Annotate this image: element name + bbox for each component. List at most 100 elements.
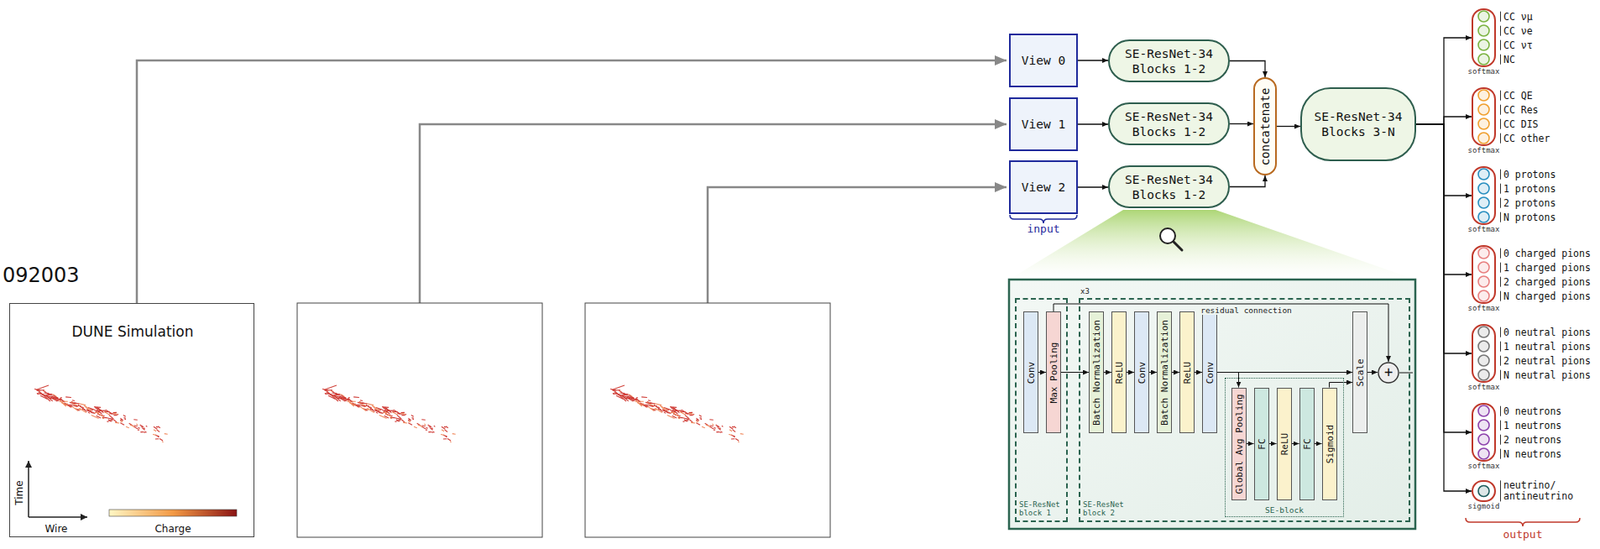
activation-label: softmax xyxy=(1468,461,1501,471)
head-units xyxy=(1473,246,1495,303)
track-stroke xyxy=(137,427,140,429)
zoom-funnel xyxy=(1009,209,1416,280)
track-stroke xyxy=(397,413,401,414)
track-stroke xyxy=(735,439,739,442)
track-stroke xyxy=(407,423,413,425)
box-label: Scale xyxy=(1355,358,1365,387)
track-stroke xyxy=(411,417,414,419)
track-stroke xyxy=(384,409,391,414)
output-unit xyxy=(1478,53,1490,65)
track-stroke xyxy=(38,392,43,395)
edge-label: residual connection xyxy=(1198,306,1294,315)
track-stroke xyxy=(690,422,696,424)
track-stroke xyxy=(88,412,90,414)
track-stroke xyxy=(396,419,401,421)
box-label: ReLU xyxy=(1182,360,1193,384)
class-label: N neutrons xyxy=(1500,448,1562,460)
track-stroke xyxy=(428,424,432,428)
connector xyxy=(1077,59,1109,61)
track-stroke xyxy=(672,409,679,414)
track-stroke xyxy=(631,397,638,400)
track-stroke xyxy=(664,412,666,414)
box-label: View 1 xyxy=(1021,116,1066,132)
class-label: N neutral pions xyxy=(1500,369,1591,381)
event-display-panel: DUNE SimulationTimeWireCharge xyxy=(9,303,255,538)
track-stroke xyxy=(123,415,126,418)
track-stroke xyxy=(159,439,163,442)
class-label: CC ντ xyxy=(1500,39,1533,51)
track-stroke xyxy=(348,397,351,398)
track-stroke xyxy=(108,419,112,423)
track-stroke xyxy=(629,397,638,400)
track-stroke xyxy=(689,412,693,414)
track-stroke xyxy=(645,402,654,403)
track-stroke xyxy=(74,407,77,410)
group-label: SE-block xyxy=(1265,505,1304,515)
box-label: Sigmoid xyxy=(1324,423,1334,463)
box-label: Conv xyxy=(1026,360,1036,384)
track-stroke xyxy=(42,390,47,393)
class-label: 1 neutrons xyxy=(1500,419,1562,431)
track-stroke xyxy=(120,420,123,423)
panel-title: DUNE Simulation xyxy=(72,324,194,340)
track-stroke xyxy=(652,406,654,408)
connector xyxy=(1276,125,1301,127)
output-unit xyxy=(1478,168,1490,180)
se-block-group: Global Avg PoolingFCReLUFCSigmoidSE-bloc… xyxy=(1224,377,1344,518)
output-unit xyxy=(1478,183,1490,194)
track-stroke xyxy=(713,427,716,429)
track-stroke xyxy=(679,411,686,415)
track-stroke xyxy=(72,399,75,402)
track-stroke xyxy=(84,406,92,411)
track-stroke xyxy=(449,440,451,443)
track-stroke xyxy=(390,418,393,419)
track-stroke xyxy=(685,413,689,414)
input-bracket xyxy=(1009,214,1078,224)
track-stroke xyxy=(444,426,447,429)
output-unit xyxy=(1478,340,1490,352)
connector xyxy=(1367,371,1378,373)
track-stroke xyxy=(96,409,103,414)
box-label: View 2 xyxy=(1021,179,1066,195)
head-units xyxy=(1473,404,1495,461)
connector xyxy=(1171,371,1180,373)
track-stroke xyxy=(156,429,160,432)
track-stroke xyxy=(644,406,647,408)
activation-label: softmax xyxy=(1468,303,1501,313)
track-stroke xyxy=(394,420,397,423)
box-label: ReLU xyxy=(1279,432,1289,455)
track-stroke xyxy=(364,408,367,411)
track-stroke xyxy=(396,419,400,423)
track-stroke xyxy=(689,413,694,415)
track-stroke xyxy=(379,415,387,419)
track-stroke xyxy=(53,397,63,400)
output-unit xyxy=(1478,433,1490,445)
track-stroke xyxy=(356,406,359,408)
track-stroke xyxy=(104,411,110,415)
track-stroke xyxy=(330,390,335,393)
track-stroke xyxy=(637,400,641,403)
track-stroke xyxy=(352,403,361,408)
track-stroke xyxy=(732,429,736,432)
track-stroke xyxy=(412,418,414,421)
track-stroke xyxy=(413,426,418,428)
track-stroke xyxy=(398,418,403,420)
track-stroke xyxy=(64,403,74,408)
track-stroke xyxy=(343,397,350,400)
block-group: Batch NormalizationReLUConvBatch Normali… xyxy=(1078,298,1411,523)
event-display-panel xyxy=(297,303,543,538)
track-stroke xyxy=(401,412,405,414)
track-stroke xyxy=(69,402,78,407)
resnet-stage-box: SE-ResNet-34 Blocks 1-2 xyxy=(1108,165,1230,209)
output-unit xyxy=(1478,448,1490,460)
track-stroke xyxy=(444,429,448,432)
box-label: FC xyxy=(1256,438,1266,450)
track-stroke xyxy=(428,431,430,433)
connector xyxy=(1229,175,1266,188)
track-stroke xyxy=(137,429,140,431)
track-stroke xyxy=(425,429,428,431)
track-stroke xyxy=(721,431,723,433)
track-stroke xyxy=(47,393,53,395)
wire-axis xyxy=(28,516,88,518)
